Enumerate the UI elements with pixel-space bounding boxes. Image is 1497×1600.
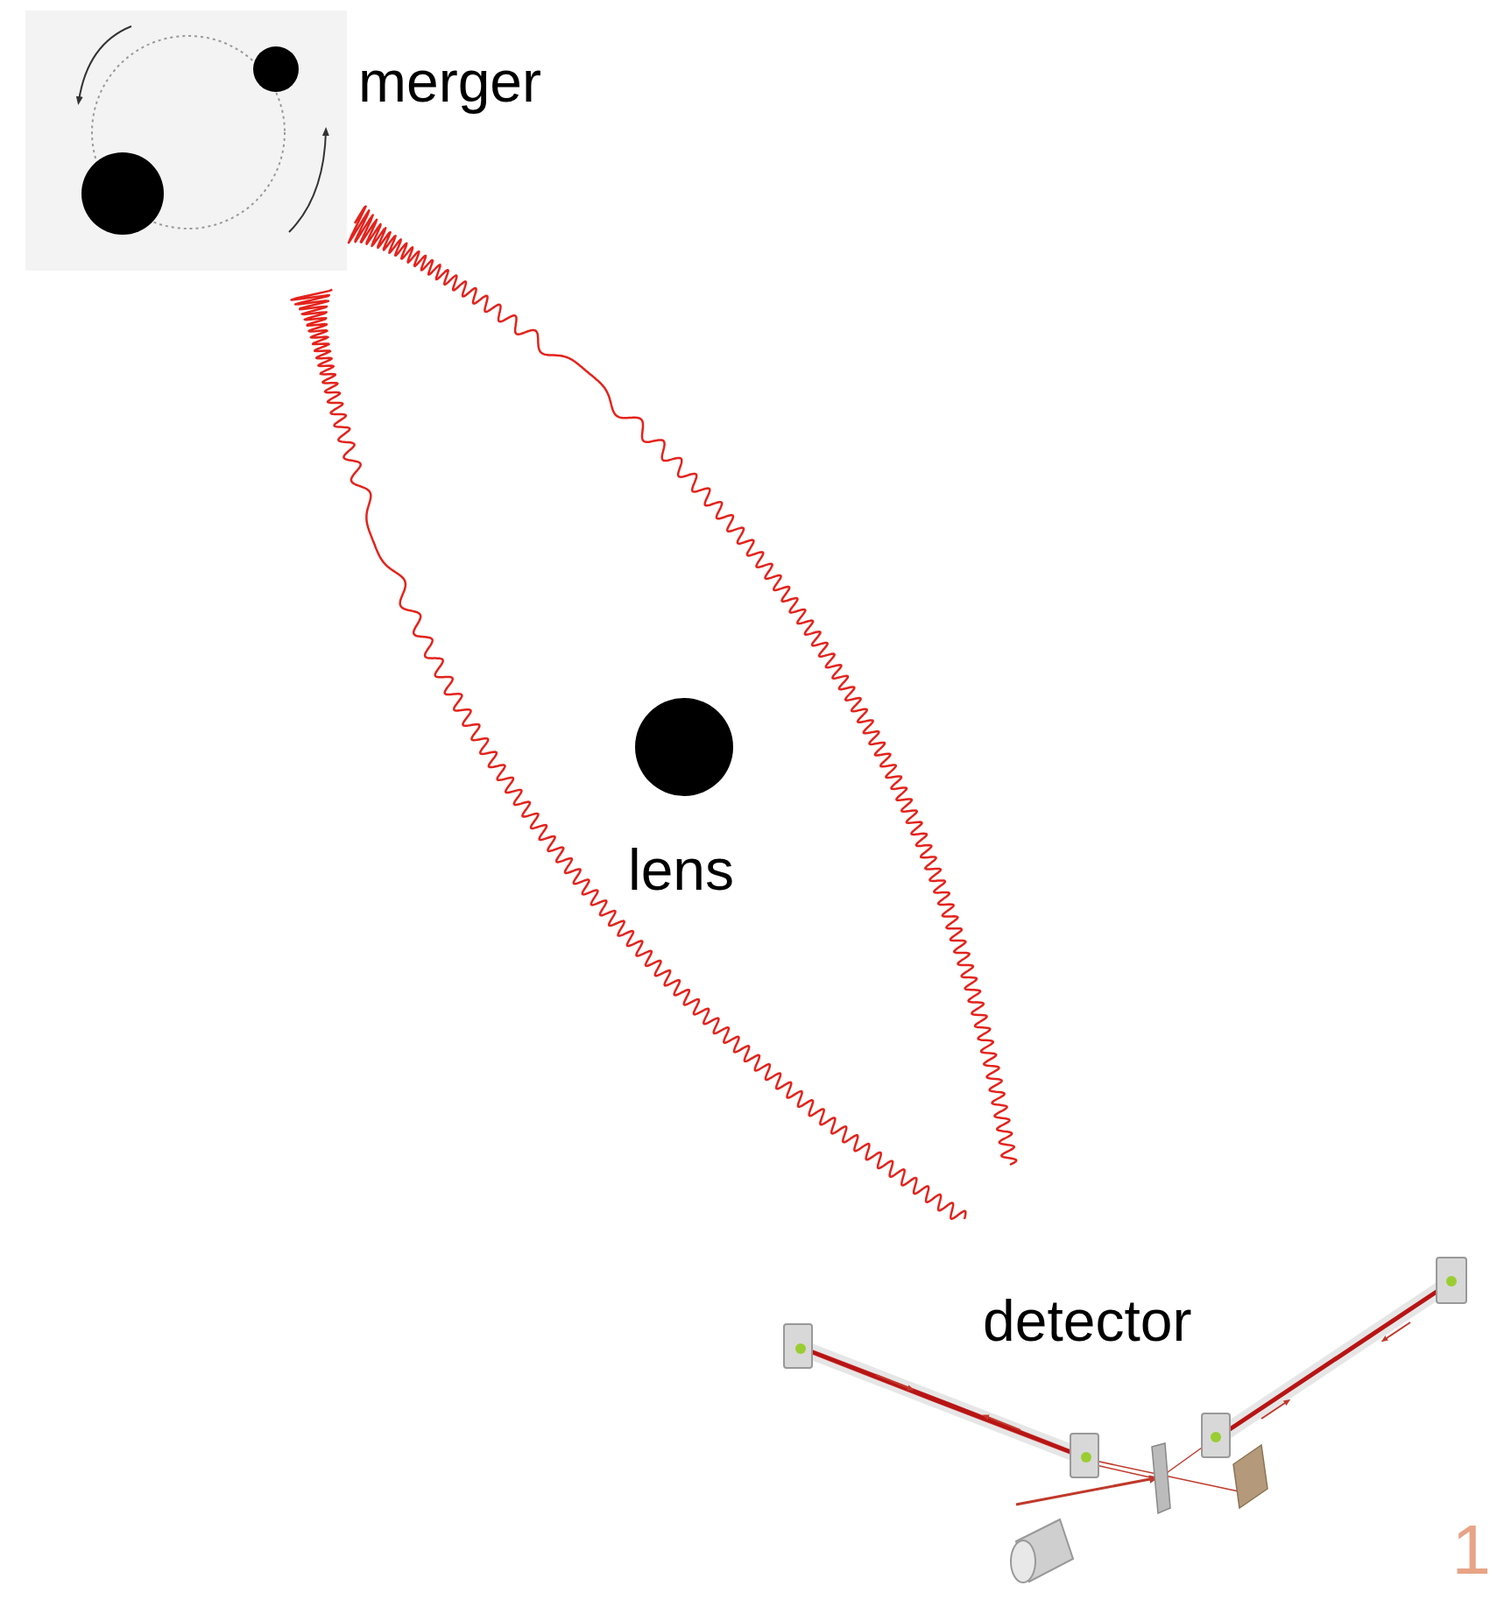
binary-merger (25, 10, 347, 271)
merger-label: merger (358, 52, 542, 111)
interferometer (783, 1257, 1467, 1583)
lens-label: lens (628, 840, 735, 899)
gravitational-waves (291, 206, 1017, 1220)
lens-mass (635, 698, 734, 797)
page-number: 1 (1452, 1515, 1492, 1586)
wave-path (291, 289, 967, 1220)
detector-label: detector (982, 1292, 1192, 1350)
